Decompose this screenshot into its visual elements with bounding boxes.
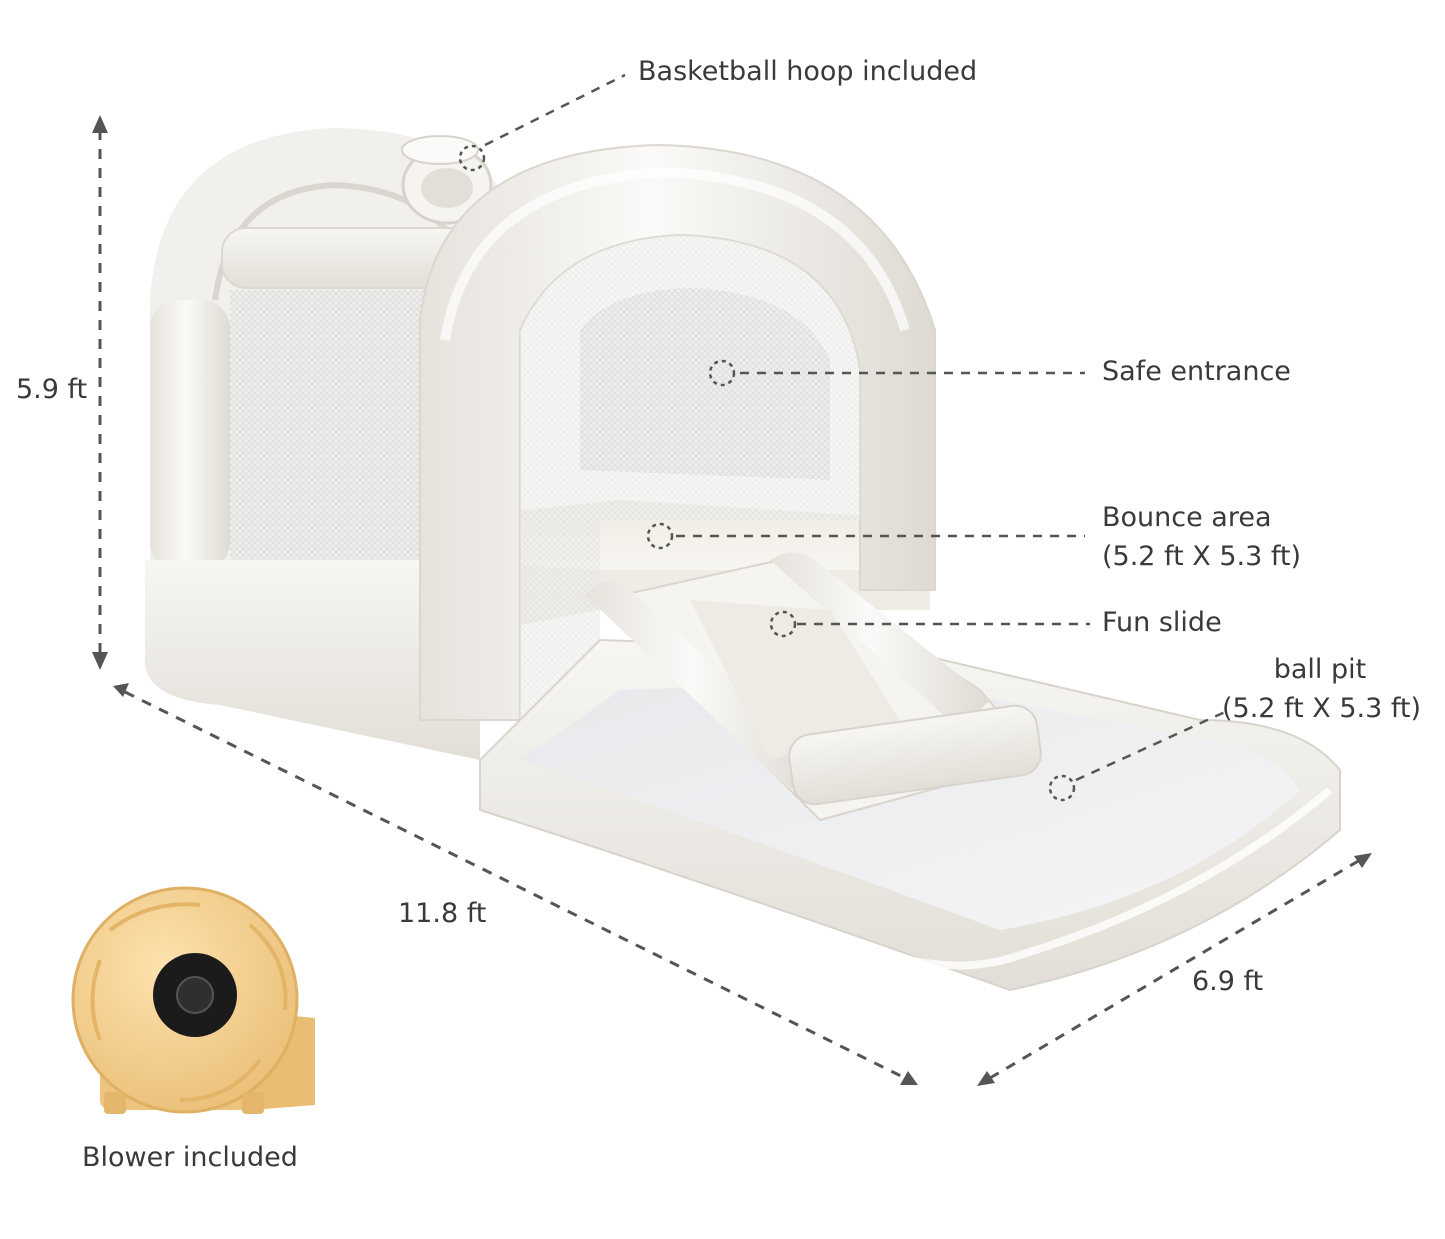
- blower-image: [71, 886, 315, 1114]
- bounce-area-size: (5.2 ft X 5.3 ft): [1102, 541, 1302, 573]
- ball-pit-label: ball pit (5.2 ft X 5.3 ft): [1222, 650, 1422, 728]
- length-dimension-arrow: [124, 690, 906, 1080]
- ball-pit: [479, 638, 1341, 992]
- slide: [585, 552, 1042, 822]
- blower-label: Blower included: [82, 1142, 298, 1173]
- slide-marker: [769, 610, 797, 638]
- fun-slide-label: Fun slide: [1102, 607, 1222, 638]
- front-arch: [419, 143, 936, 721]
- bounce-area-label: Bounce area (5.2 ft X 5.3 ft): [1102, 498, 1301, 576]
- callout-leaders: [484, 73, 1226, 782]
- height-arrowheads: [92, 115, 108, 670]
- back-arch: [150, 128, 520, 570]
- width-arrowheads: [977, 853, 1372, 1086]
- ball-pit-title: ball pit: [1273, 654, 1367, 685]
- length-label: 11.8 ft: [398, 898, 487, 929]
- ball-pit-size: (5.2 ft X 5.3 ft): [1222, 693, 1422, 725]
- ball-pit-marker: [1048, 774, 1076, 802]
- entrance-marker: [708, 359, 736, 387]
- length-arrowheads: [113, 683, 918, 1085]
- basketball-hoop-label: Basketball hoop included: [638, 56, 978, 87]
- hoop-marker: [458, 144, 486, 172]
- safe-entrance-label: Safe entrance: [1102, 356, 1291, 387]
- width-dimension-arrow: [989, 858, 1361, 1080]
- basketball-hoop: [401, 135, 493, 225]
- height-label: 5.9 ft: [16, 374, 88, 405]
- bounce-area-marker: [646, 522, 674, 550]
- bounce-area-title: Bounce area: [1102, 502, 1272, 533]
- callout-markers: [458, 144, 1076, 802]
- width-label: 6.9 ft: [1192, 966, 1264, 997]
